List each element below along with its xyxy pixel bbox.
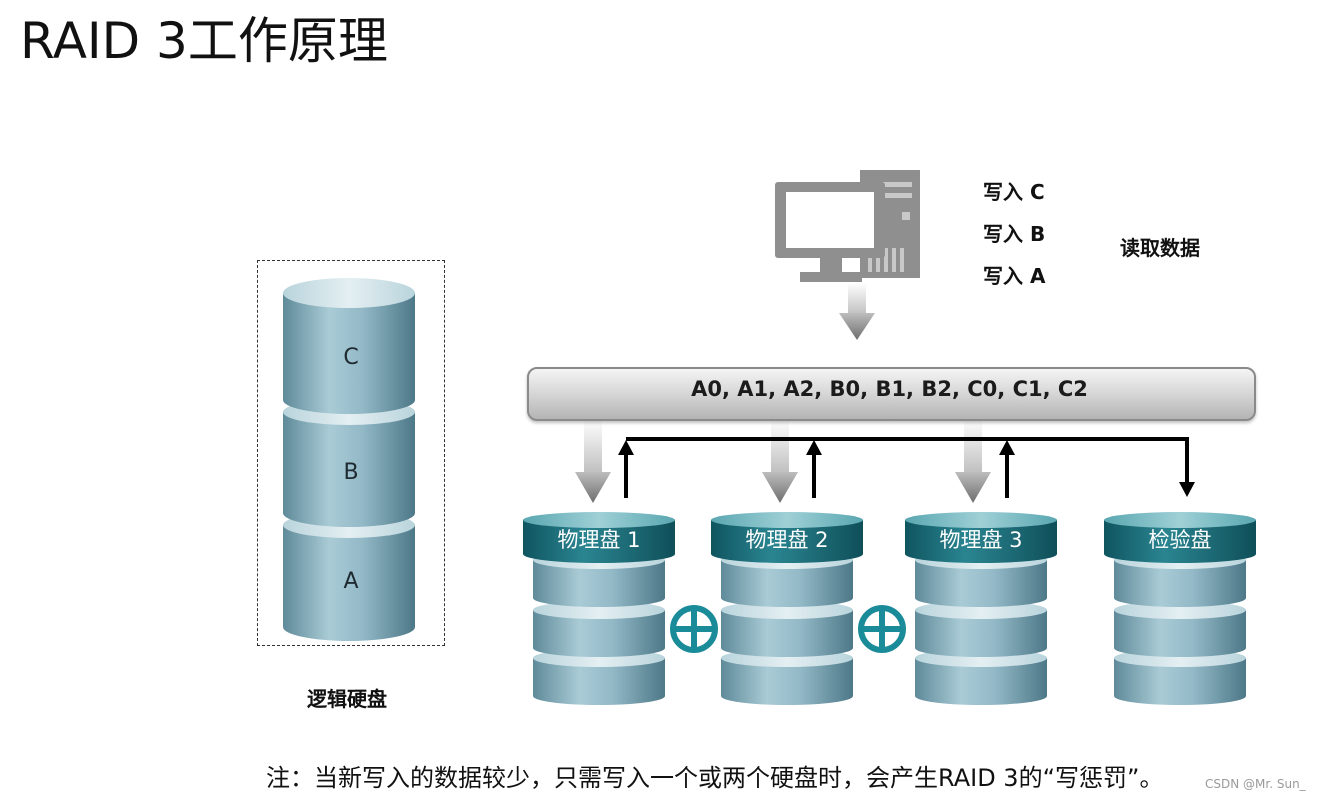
computer-icon (775, 170, 920, 282)
arrow-down-icon (1179, 482, 1195, 497)
arrow-down-icon (575, 419, 611, 503)
data-bus-label: A0, A1, A2, B0, B1, B2, C0, C1, C2 (691, 377, 1088, 401)
write-label-b: 写入 B (983, 222, 1046, 246)
arrow-down-icon (955, 419, 991, 503)
segment-label-c: C (343, 345, 359, 370)
write-label-a: 写入 A (983, 264, 1046, 288)
parity-disk-stack (1104, 512, 1256, 705)
parity-path (624, 437, 1189, 498)
segment-label-b: B (343, 460, 359, 485)
write-label-c: 写入 C (983, 180, 1045, 204)
arrow-up-icon (999, 440, 1015, 455)
physical-disk-1-stack (523, 512, 675, 705)
logical-disk-caption: 逻辑硬盘 (307, 687, 387, 711)
physical-disk-3-stack (905, 512, 1057, 705)
segment-label-a: A (343, 569, 359, 594)
page-title: RAID 3工作原理 (20, 12, 388, 70)
physical-disk-1-label: 物理盘 1 (557, 528, 641, 552)
arrow-up-icon (806, 440, 822, 455)
read-label: 读取数据 (1120, 236, 1200, 260)
footnote: 注：当新写入的数据较少，只需写入一个或两个硬盘时，会产生RAID 3的“写惩罚”… (266, 764, 1164, 792)
arrow-up-icon (618, 440, 634, 455)
arrow-down-icon (762, 419, 798, 503)
data-bus (527, 367, 1256, 421)
xor-icon (858, 605, 906, 653)
physical-disk-2-stack (711, 512, 863, 705)
logical-disk-frame (257, 260, 445, 646)
watermark: CSDN @Mr. Sun_ (1205, 777, 1306, 791)
parity-disk-label: 检验盘 (1148, 528, 1212, 552)
arrow-down-icon (839, 283, 875, 340)
xor-icon (670, 605, 718, 653)
logical-disk-cylinder (283, 278, 415, 641)
physical-disk-3-label: 物理盘 3 (939, 528, 1023, 552)
physical-disk-2-label: 物理盘 2 (745, 528, 829, 552)
